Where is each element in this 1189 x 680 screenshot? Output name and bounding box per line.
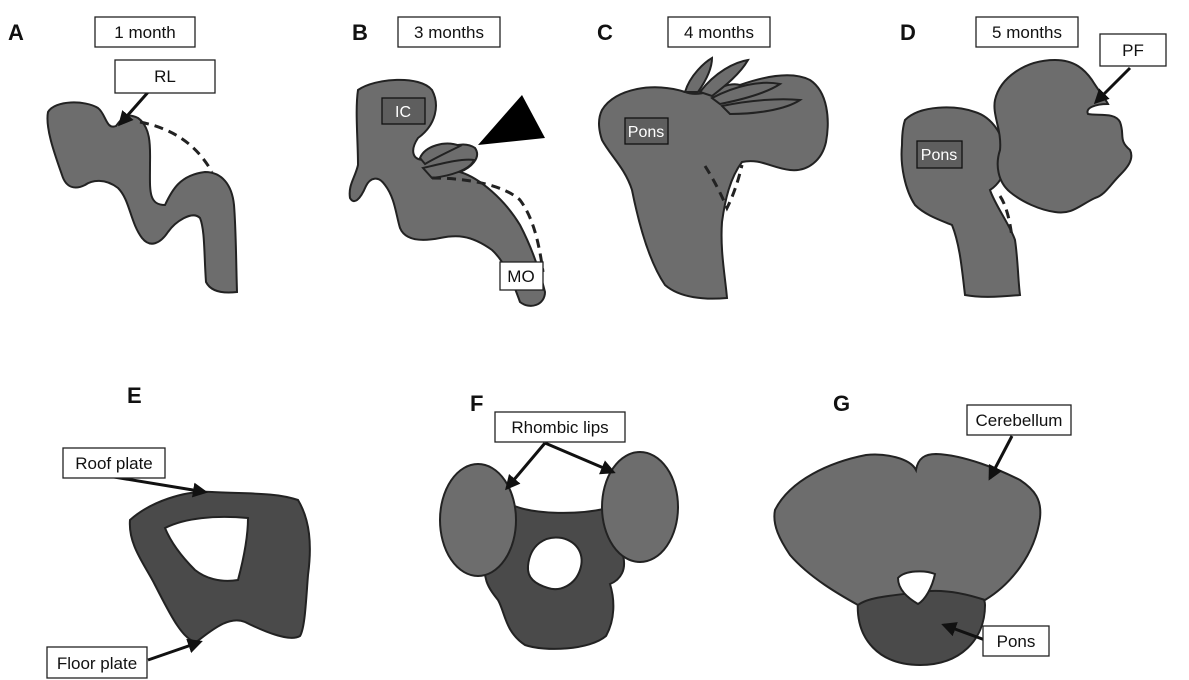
panel-g-cerebellum-label: Cerebellum bbox=[976, 411, 1063, 430]
panel-g-letter: G bbox=[833, 391, 850, 416]
panel-f-lumen bbox=[528, 537, 582, 589]
panel-b-mo-label: MO bbox=[507, 267, 534, 286]
panel-a-letter: A bbox=[8, 20, 24, 45]
panel-d-cerebellum bbox=[994, 60, 1131, 213]
panel-b: B 3 months IC MO bbox=[350, 17, 545, 306]
panel-c-brainstem bbox=[599, 75, 828, 298]
panel-d-stage-label: 5 months bbox=[992, 23, 1062, 42]
panel-f-letter: F bbox=[470, 391, 483, 416]
panel-d: D 5 months PF Pons bbox=[900, 17, 1166, 297]
panel-d-letter: D bbox=[900, 20, 916, 45]
panel-e-letter: E bbox=[127, 383, 142, 408]
panel-c-pons-label: Pons bbox=[628, 124, 664, 141]
panel-c: C 4 months Pons bbox=[597, 17, 828, 299]
panel-b-stage-label: 3 months bbox=[414, 23, 484, 42]
panel-e-roof-label: Roof plate bbox=[75, 454, 153, 473]
panel-f-rhombic-lip-left bbox=[440, 464, 516, 576]
panel-d-pons-label: Pons bbox=[921, 147, 957, 164]
panel-g: G Cerebellum Pons bbox=[774, 391, 1071, 665]
panel-c-stage-label: 4 months bbox=[684, 23, 754, 42]
panel-a: A 1 month RL bbox=[8, 17, 237, 293]
panel-f: F Rhombic lips bbox=[440, 391, 678, 649]
panel-f-lips-arrow-left bbox=[507, 443, 545, 488]
panel-d-pf-label: PF bbox=[1122, 41, 1144, 60]
panel-f-lips-label: Rhombic lips bbox=[511, 418, 608, 437]
panel-b-letter: B bbox=[352, 20, 368, 45]
panel-e: E Roof plate Floor plate bbox=[47, 383, 310, 678]
panel-g-pons-label: Pons bbox=[997, 632, 1036, 651]
panel-e-floor-arrow bbox=[148, 642, 200, 660]
panel-b-ic-label: IC bbox=[395, 104, 411, 121]
panel-a-stage-label: 1 month bbox=[114, 23, 175, 42]
panel-b-arrowhead-marker bbox=[478, 95, 545, 145]
panel-a-neural-tube bbox=[47, 102, 237, 292]
panel-f-lips-arrow-right bbox=[545, 443, 613, 472]
panel-f-rhombic-lip-right bbox=[602, 452, 678, 562]
panel-e-floor-label: Floor plate bbox=[57, 654, 137, 673]
panel-a-rl-label: RL bbox=[154, 67, 176, 86]
panel-d-pf-arrow bbox=[1096, 68, 1130, 102]
panel-c-letter: C bbox=[597, 20, 613, 45]
